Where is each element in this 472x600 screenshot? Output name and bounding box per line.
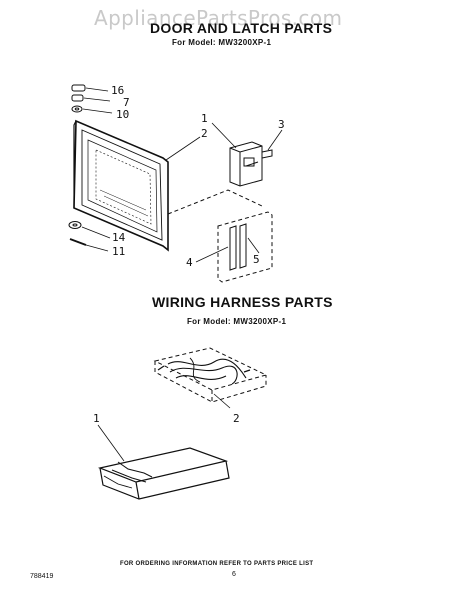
callout-11: 11	[112, 245, 126, 258]
wiring-section-model: For Model: MW3200XP-1	[187, 317, 287, 326]
callout-7: 7	[123, 96, 130, 109]
callout-1-box: 1	[93, 412, 100, 425]
door-panel	[73, 119, 169, 252]
callout-3: 3	[278, 118, 285, 131]
latch-assembly	[229, 141, 273, 187]
latch-bracket	[217, 211, 273, 283]
callout-2-harness: 2	[233, 412, 240, 425]
callout-10: 10	[116, 108, 130, 121]
page-number: 6	[232, 571, 236, 578]
watermark-text: AppliancePartsPros.com	[94, 6, 343, 30]
callout-1: 1	[201, 112, 208, 125]
hinge-parts	[68, 84, 87, 246]
door-section-title: DOOR AND LATCH PARTS	[150, 20, 333, 36]
callout-2: 2	[201, 127, 208, 140]
door-leaders	[81, 87, 283, 263]
parts-box	[97, 424, 230, 500]
door-section-model: For Model: MW3200XP-1	[172, 38, 272, 47]
callout-14: 14	[112, 231, 126, 244]
connection-line	[167, 189, 263, 215]
document-number: 788419	[30, 573, 54, 580]
callout-16: 16	[111, 84, 125, 97]
order-note: FOR ORDERING INFORMATION REFER TO PARTS …	[120, 561, 314, 567]
wiring-section-title: WIRING HARNESS PARTS	[152, 294, 333, 310]
callout-4: 4	[186, 256, 193, 269]
callout-5: 5	[253, 253, 260, 266]
wiring-harness	[153, 347, 268, 409]
